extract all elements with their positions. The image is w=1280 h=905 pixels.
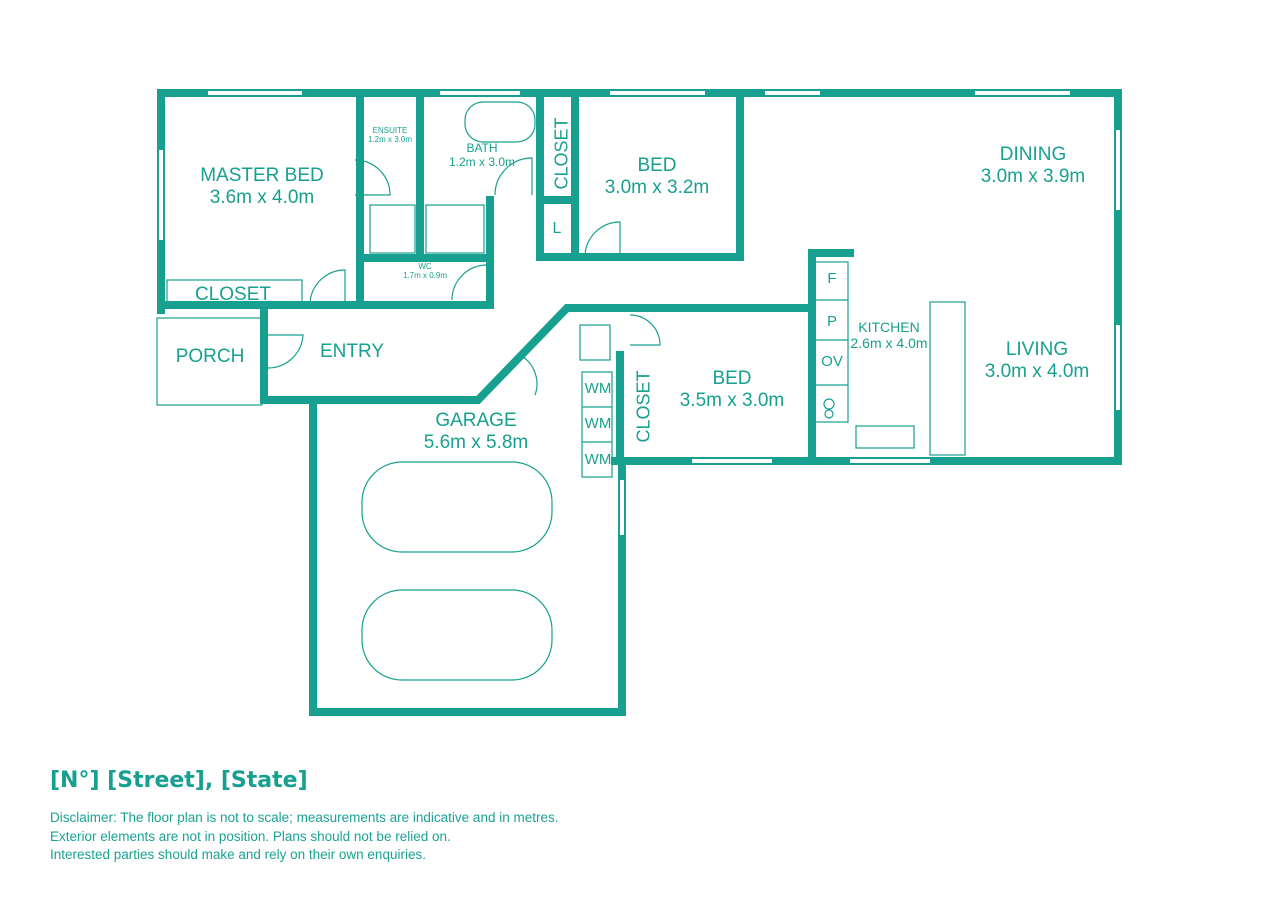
room-name: GARAGE — [435, 410, 517, 431]
garage-wall — [309, 396, 626, 716]
room-name: DINING — [999, 144, 1067, 165]
washing-machine-label: WM — [584, 415, 612, 432]
disclaimer-line: Disclaimer: The floor plan is not to sca… — [50, 810, 559, 825]
fridge-label: F — [827, 270, 837, 287]
room-porch: PORCH — [175, 346, 245, 367]
room-size: 1.7m x 0.9m — [402, 271, 448, 281]
room-size: 3.6m x 4.0m — [209, 186, 315, 208]
property-address: [N°] [Street], [State] — [50, 768, 308, 793]
shower — [369, 204, 416, 254]
room-size: 3.0m x 3.9m — [980, 165, 1086, 187]
kitchen-sink — [855, 425, 915, 449]
room-size: 1.2m x 3.0m — [448, 154, 516, 169]
room-size: 3.5m x 3.0m — [679, 389, 785, 411]
car — [361, 461, 553, 553]
room-name: KITCHEN — [858, 319, 920, 335]
room-size: 1.2m x 3.0m — [367, 135, 413, 145]
washing-machine-label: WM — [584, 380, 612, 397]
entry-wall — [260, 304, 816, 404]
closet-bed2: CLOSET — [633, 370, 654, 443]
linen-closet: L — [552, 220, 562, 237]
room-entry: ENTRY — [319, 341, 385, 362]
pantry-label: P — [826, 313, 838, 330]
bathtub — [464, 101, 536, 143]
master-bottom-wall — [157, 196, 494, 309]
closet-bed1: CLOSET — [551, 117, 572, 190]
disclaimer: Disclaimer: The floor plan is not to sca… — [50, 809, 558, 865]
shower — [425, 204, 485, 254]
oven-label: OV — [821, 353, 843, 370]
car — [361, 589, 553, 681]
closet-master: CLOSET — [194, 284, 272, 305]
room-name: ENSUITE — [372, 126, 408, 135]
windows — [159, 91, 1120, 535]
room-name: WC — [418, 262, 432, 271]
room-name: BED — [637, 155, 677, 176]
fixtures — [156, 101, 966, 681]
disclaimer-line: Interested parties should make and rely … — [50, 847, 426, 862]
sink — [579, 324, 611, 361]
washing-machine-label: WM — [584, 451, 612, 468]
room-size: 5.6m x 5.8m — [423, 431, 529, 453]
kitchen-island — [929, 301, 966, 456]
room-name: BED — [712, 368, 752, 389]
door-swing — [354, 159, 391, 196]
room-size: 2.6m x 4.0m — [850, 335, 928, 352]
room-size: 3.0m x 4.0m — [984, 360, 1090, 382]
room-name: BATH — [466, 141, 498, 155]
porch-outline — [156, 317, 263, 406]
room-size: 3.0m x 3.2m — [604, 176, 710, 198]
room-name: LIVING — [1005, 339, 1069, 360]
room-name: MASTER BED — [200, 165, 324, 186]
disclaimer-line: Exterior elements are not in position. P… — [50, 828, 451, 844]
